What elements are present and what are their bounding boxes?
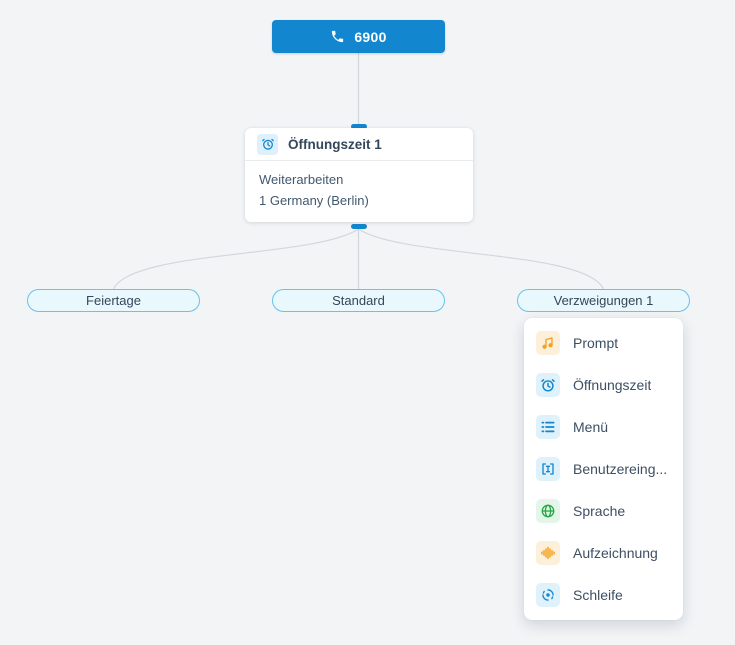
menu-item-label: Prompt	[573, 335, 619, 351]
menu-item-label: Schleife	[573, 587, 623, 603]
phone-number-node[interactable]: 6900	[272, 20, 445, 53]
menu-item-label: Öffnungszeit	[573, 377, 652, 393]
text-input-icon	[536, 457, 560, 481]
menu-item-label: Sprache	[573, 503, 626, 519]
menu-item-prompt[interactable]: Prompt	[524, 322, 683, 364]
card-body-line: Weiterarbeiten	[259, 172, 344, 187]
branch-label: Verzweigungen 1	[553, 293, 654, 308]
alarm-clock-icon	[536, 373, 560, 397]
oeffnungszeit-node-card[interactable]: Öffnungszeit 1 Weiterarbeiten 1 Germany …	[245, 128, 473, 222]
globe-icon	[536, 499, 560, 523]
menu-item-menu[interactable]: Menü	[524, 406, 683, 448]
card-header: Öffnungszeit 1	[245, 128, 473, 161]
menu-item-label: Benutzereing...	[573, 461, 668, 477]
card-title: Öffnungszeit 1	[288, 136, 382, 152]
phone-icon	[330, 29, 345, 44]
branch-label: Feiertage	[86, 293, 141, 308]
alarm-clock-icon	[257, 133, 278, 155]
card-body: Weiterarbeiten 1 Germany (Berlin)	[245, 161, 473, 221]
branch-label: Standard	[332, 293, 385, 308]
menu-item-schleife[interactable]: Schleife	[524, 574, 683, 616]
menu-item-aufzeichnung[interactable]: Aufzeichnung	[524, 532, 683, 574]
list-icon	[536, 415, 560, 439]
card-output-port[interactable]	[350, 224, 367, 229]
loop-icon	[536, 583, 560, 607]
waveform-icon	[536, 541, 560, 565]
branch-pill-feiertage[interactable]: Feiertage	[27, 289, 200, 312]
menu-item-label: Menü	[573, 419, 609, 435]
menu-item-label: Aufzeichnung	[573, 545, 658, 561]
branch-pill-verzweigungen[interactable]: Verzweigungen 1	[517, 289, 690, 312]
card-input-port[interactable]	[350, 124, 367, 129]
phone-number-label: 6900	[354, 28, 387, 45]
node-type-menu: Prompt Öffnungszeit Menü	[524, 318, 683, 620]
card-body-line: 1 Germany (Berlin)	[259, 192, 369, 208]
menu-item-sprache[interactable]: Sprache	[524, 490, 683, 532]
branch-pill-standard[interactable]: Standard	[272, 289, 445, 312]
music-note-icon	[536, 331, 560, 355]
menu-item-oeffnungszeit[interactable]: Öffnungszeit	[524, 364, 683, 406]
menu-item-benutzereingabe[interactable]: Benutzereing...	[524, 448, 683, 490]
